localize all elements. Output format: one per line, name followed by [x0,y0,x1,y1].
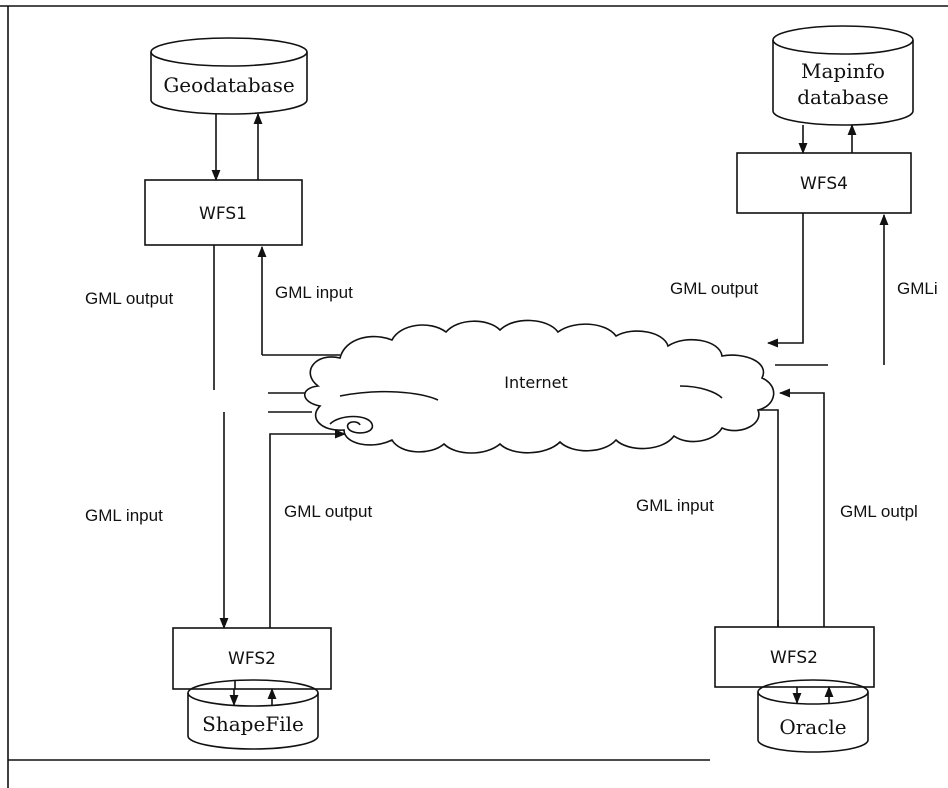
internet-label: Internet [504,373,568,392]
oracle-label: Oracle [779,715,846,739]
mapinfo-label-line1: Mapinfo [801,59,885,83]
br-output-path [778,388,825,627]
bl-input-label: GML input [85,506,163,525]
wfs2-right-label: WFS2 [770,648,818,668]
oracle-cylinder [757,679,869,753]
wfs2-right-box [714,626,875,688]
cloud-inner-arc-2 [679,385,723,399]
geodatabase-label: Geodatabase [163,73,294,97]
wfs1-label: WFS1 [199,204,247,224]
tr-output-path [766,213,804,348]
cloud-curl [329,415,374,434]
wfs2-left-label: WFS2 [228,649,276,669]
tl-input-label: GML input [275,283,353,302]
bl-output-path [269,429,347,628]
tr-input-label: GMLi [897,279,938,298]
mapinfo-label-line2: database [797,85,889,109]
tl-output-label: GML output [85,289,173,308]
geodatabase-cylinder [150,37,308,115]
bl-output-label: GML output [284,502,372,521]
tr-output-label: GML output [670,279,758,298]
br-input-label: GML input [636,496,714,515]
shapefile-label: ShapeFile [202,712,304,736]
cloud-inner-arc [339,390,439,401]
wfs2-left-box-frame [172,627,332,690]
br-input-path [714,409,779,627]
wfs4-box [736,152,912,214]
br-output-label: GML outpl [840,502,918,521]
wfs4-label: WFS4 [800,174,848,194]
shapefile-cylinder [187,679,319,750]
mapinfo-database-cylinder [772,25,914,126]
wfs1-box [144,179,303,246]
internet-cloud [303,319,775,454]
